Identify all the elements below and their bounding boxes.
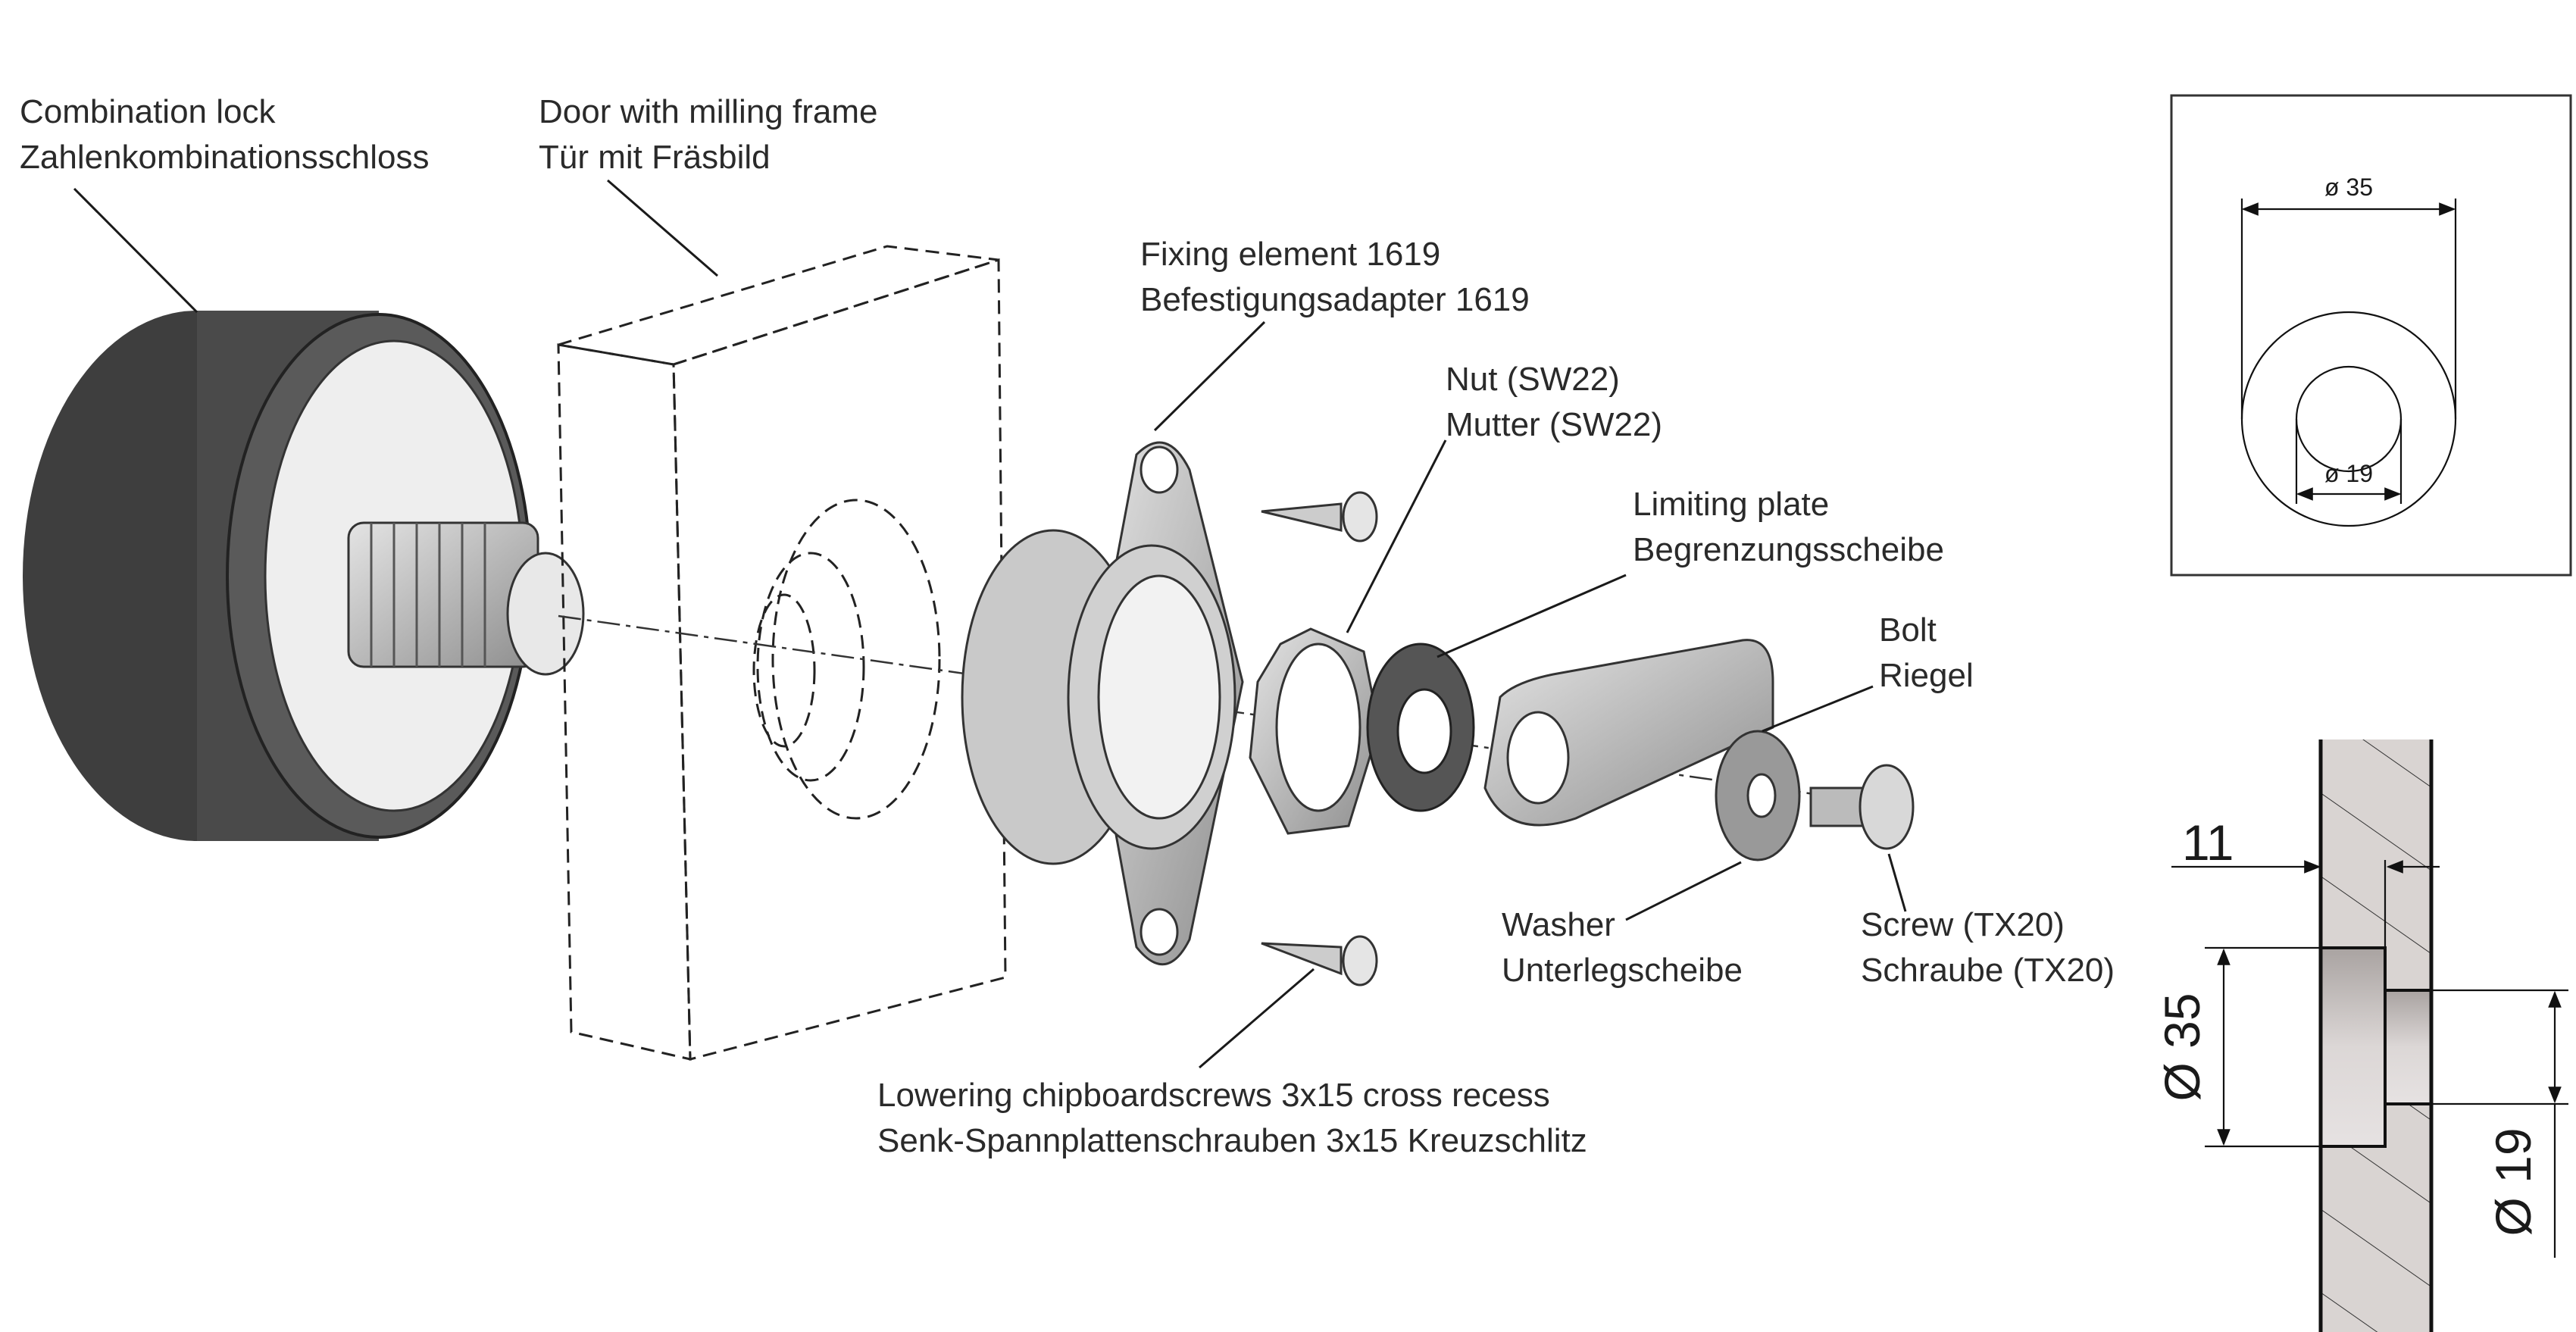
label-en: Nut (SW22) — [1446, 361, 1620, 398]
section-outer-diameter-label: Ø 35 — [2154, 993, 2210, 1101]
chipboard-screw-bottom — [1261, 935, 1378, 986]
label-fixing-element: Fixing element 1619 Befestigungsadapter … — [1140, 236, 1530, 318]
label-en: Screw (TX20) — [1861, 906, 2065, 943]
leader-lines — [73, 179, 1907, 1069]
nut — [1249, 627, 1380, 835]
label-de: Zahlenkombinationsschloss — [20, 139, 430, 176]
limiting-plate — [1366, 643, 1475, 812]
chipboard-screw-top — [1261, 491, 1378, 542]
label-limiting-plate: Limiting plate Begrenzungsscheibe — [1633, 486, 1944, 568]
label-de: Schraube (TX20) — [1861, 952, 2115, 989]
label-de: Befestigungsadapter 1619 — [1140, 281, 1530, 318]
label-en: Bolt — [1879, 611, 1937, 649]
label-de: Senk-Spannplattenschrauben 3x15 Kreuzsch… — [877, 1122, 1587, 1159]
label-en: Combination lock — [20, 93, 276, 130]
label-en: Washer — [1502, 906, 1615, 943]
label-de: Riegel — [1879, 657, 1974, 694]
screw-tx20 — [1809, 764, 1915, 850]
section-view-drawing: 11 Ø 35 Ø 19 — [2154, 739, 2568, 1332]
depth-label: 11 — [2182, 815, 2234, 871]
outer-diameter-label: ø 35 — [2324, 174, 2373, 201]
label-de: Unterlegscheibe — [1502, 952, 1743, 989]
label-en: Limiting plate — [1633, 486, 1829, 523]
label-de: Tür mit Fräsbild — [539, 139, 771, 176]
label-chipboard-screws: Lowering chipboardscrews 3x15 cross rece… — [877, 1077, 1587, 1159]
label-bolt: Bolt Riegel — [1879, 611, 1974, 694]
inner-diameter-label: ø 19 — [2324, 460, 2373, 487]
combination-lock — [23, 311, 585, 841]
label-en: Fixing element 1619 — [1140, 236, 1440, 273]
label-de: Mutter (SW22) — [1446, 406, 1662, 443]
front-view-drawing: ø 35 ø 19 — [2170, 94, 2572, 577]
washer — [1715, 730, 1801, 861]
fixing-element — [961, 441, 1244, 966]
label-nut: Nut (SW22) Mutter (SW22) — [1446, 361, 1662, 443]
label-de: Begrenzungsscheibe — [1633, 531, 1944, 568]
label-door: Door with milling frame Tür mit Fräsbild — [539, 93, 877, 176]
label-washer: Washer Unterlegscheibe — [1502, 906, 1743, 989]
label-en: Door with milling frame — [539, 93, 877, 130]
section-inner-diameter-label: Ø 19 — [2485, 1127, 2541, 1236]
bolt — [1483, 639, 1774, 827]
label-en: Lowering chipboardscrews 3x15 cross rece… — [877, 1077, 1550, 1114]
door-outline — [557, 245, 1007, 1061]
label-combination-lock: Combination lock Zahlenkombinationsschlo… — [20, 93, 430, 176]
label-screw: Screw (TX20) Schraube (TX20) — [1861, 906, 2115, 989]
